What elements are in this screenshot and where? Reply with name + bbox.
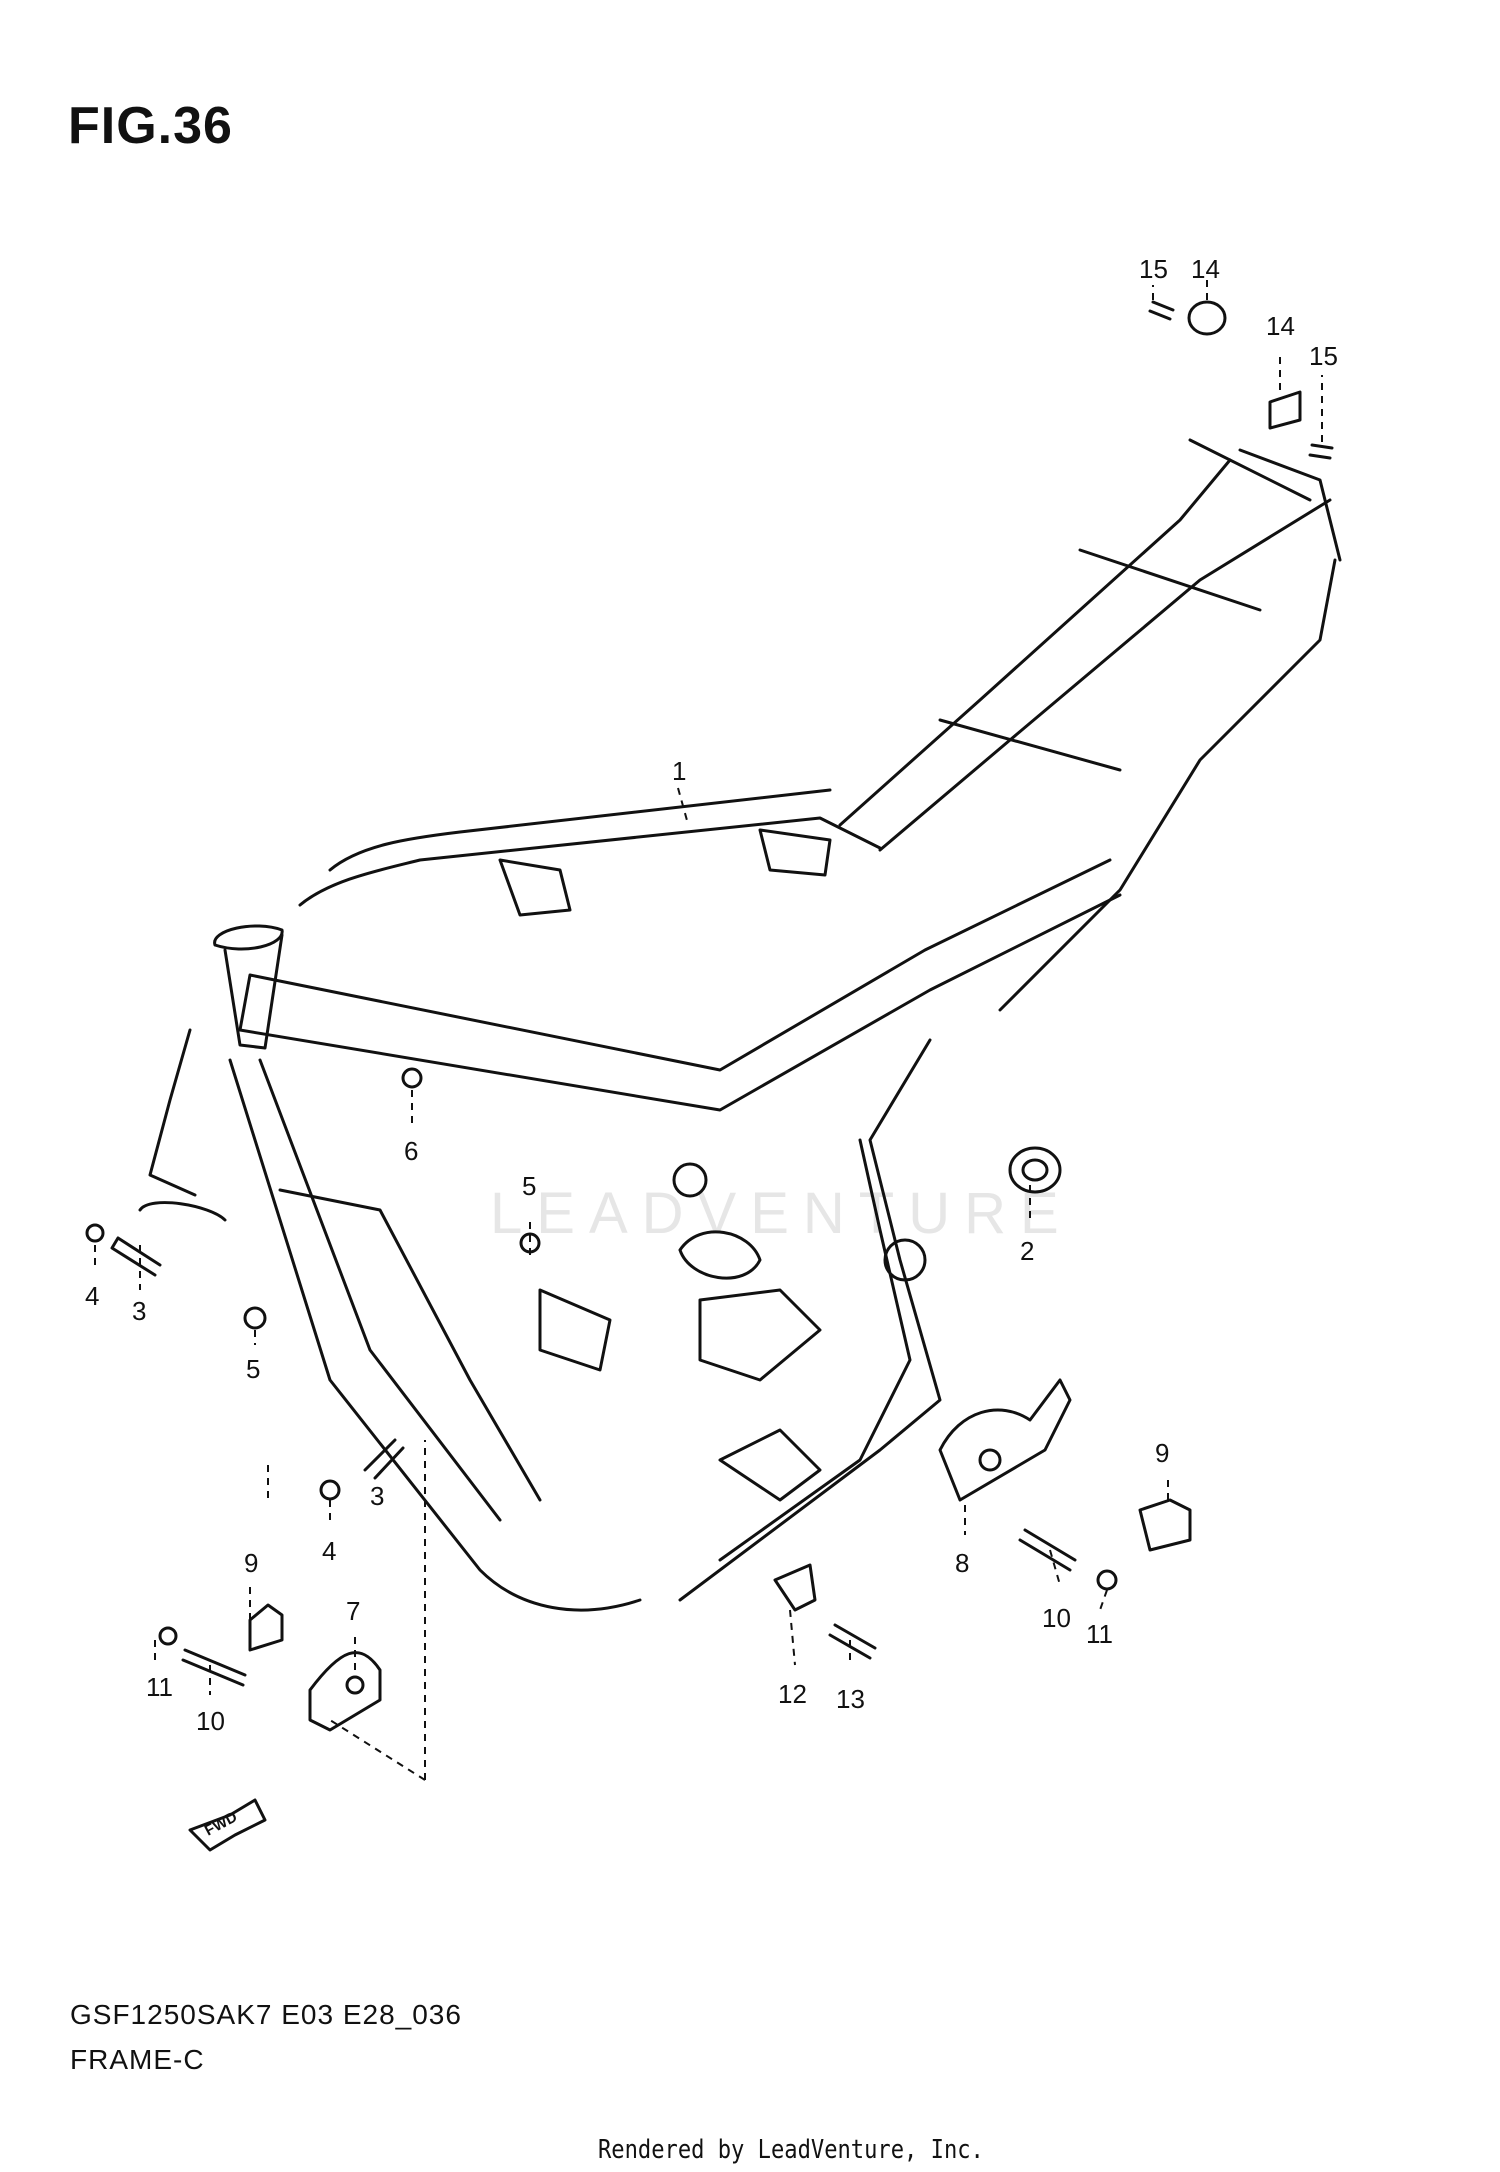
- callout-15a: 15: [1139, 254, 1168, 284]
- callout-4b: 4: [322, 1536, 336, 1566]
- callout-3a: 3: [132, 1296, 146, 1326]
- callout-9b: 9: [1155, 1438, 1169, 1468]
- callout-11a: 11: [146, 1672, 173, 1702]
- model-code: GSF1250SAK7 E03 E28_036: [70, 1999, 462, 2030]
- callout-1: 1: [672, 756, 686, 786]
- section-name: FRAME-C: [70, 2044, 205, 2075]
- callout-10b: 10: [1042, 1603, 1071, 1633]
- callout-14a: 14: [1191, 254, 1220, 284]
- grommet-part: [1008, 1146, 1062, 1194]
- callout-15b: 15: [1309, 341, 1338, 371]
- figure-title: FIG.36: [68, 97, 233, 155]
- callout-5b: 5: [246, 1354, 260, 1384]
- frame-main: [138, 438, 1342, 1612]
- callout-11b: 11: [1086, 1619, 1113, 1649]
- callout-5a: 5: [522, 1171, 536, 1201]
- callout-10a: 10: [196, 1706, 225, 1736]
- callout-8: 8: [955, 1548, 969, 1578]
- callout-14b: 14: [1266, 311, 1295, 341]
- callout-12: 12: [778, 1679, 807, 1709]
- callout-9a: 9: [244, 1548, 258, 1578]
- callout-3b: 3: [370, 1481, 384, 1511]
- callout-7: 7: [346, 1596, 360, 1626]
- callout-4a: 4: [85, 1281, 99, 1311]
- fwd-arrow-outline: [188, 1798, 267, 1852]
- callout-6: 6: [404, 1136, 418, 1166]
- callout-13: 13: [836, 1684, 865, 1714]
- render-credit: Rendered by LeadVenture, Inc.: [598, 2135, 984, 2165]
- leadventure-watermark: LEADVENTURE: [490, 1181, 1073, 1246]
- callout-2: 2: [1020, 1236, 1034, 1266]
